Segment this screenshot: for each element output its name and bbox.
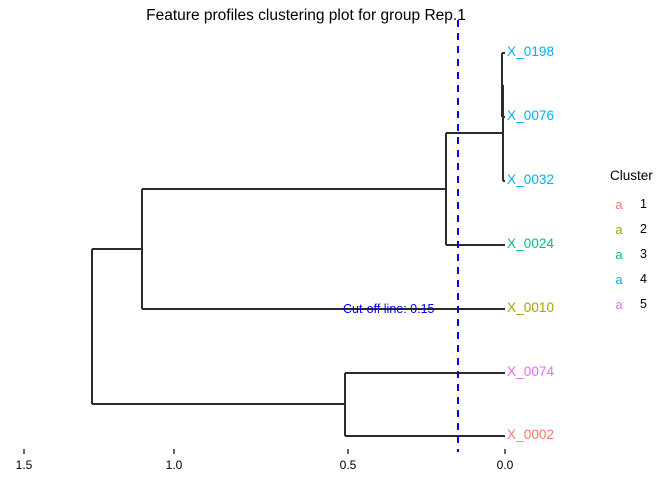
legend-key-glyph: a (615, 247, 623, 262)
x-axis-tick-label: 1.0 (165, 458, 183, 472)
x-axis-tick-label: 1.5 (15, 458, 33, 472)
x-axis (23, 449, 506, 454)
legend-key-glyph: a (615, 272, 623, 287)
leaf-label: X_0010 (507, 300, 555, 315)
x-axis-tick-label: 0.5 (339, 458, 357, 472)
legend-item-label: 2 (640, 222, 647, 237)
page-title: Feature profiles clustering plot for gro… (146, 7, 466, 24)
legend-key-glyph: a (615, 197, 623, 212)
legend-key-glyph: a (615, 222, 623, 237)
legend-item-label: 1 (640, 197, 647, 212)
dendrogram-branches (91, 52, 505, 437)
leaf-label: X_0074 (507, 364, 555, 379)
x-axis-tick-label: 0.0 (496, 458, 514, 472)
leaf-label: X_0002 (507, 427, 555, 442)
legend-item-label: 3 (640, 247, 647, 262)
legend-item-label: 5 (640, 297, 647, 312)
leaf-label: X_0076 (507, 108, 555, 123)
leaf-label: X_0198 (507, 44, 555, 59)
leaf-label: X_0032 (507, 172, 555, 187)
leaf-label: X_0024 (507, 236, 555, 251)
cutoff-line-label: Cut-off line: 0.15 (343, 302, 435, 316)
legend-key-glyph: a (615, 297, 623, 312)
legend-item-label: 4 (640, 272, 647, 287)
legend-title: Cluster (610, 168, 653, 183)
